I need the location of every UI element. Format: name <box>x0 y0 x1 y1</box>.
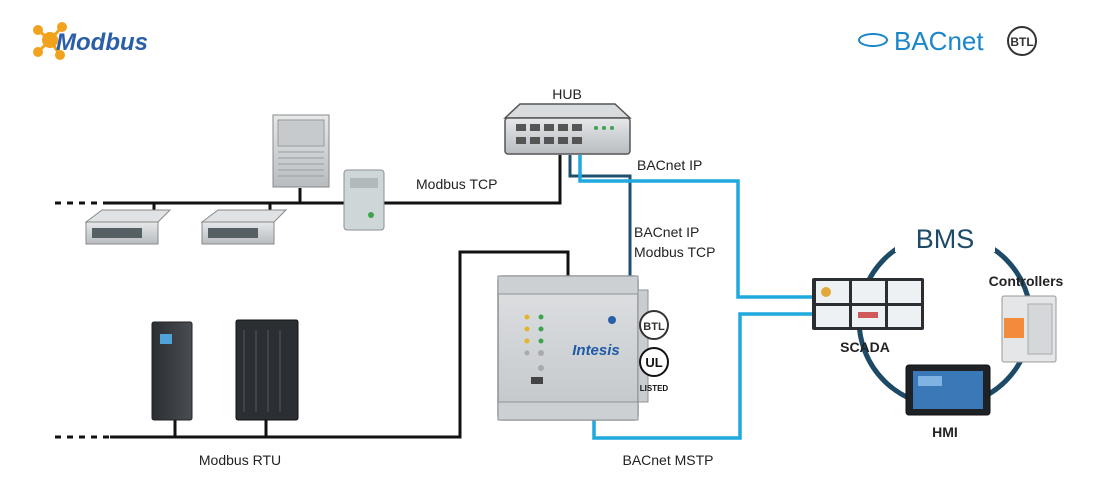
intesis-brand-text: Intesis <box>572 342 620 359</box>
bacnet-ip-modbus-tcp-line <box>568 155 632 276</box>
bacnet-wires <box>568 155 815 440</box>
btl-cert: BTL <box>639 310 669 340</box>
gateway-brand-dot-icon <box>608 316 616 324</box>
modbus-tcp-gateway <box>343 169 385 231</box>
indoor-ac-unit-2 <box>200 209 288 245</box>
scada-label: SCADA <box>840 339 890 355</box>
btl-seal-icon <box>1007 26 1037 56</box>
bacnet-ip-line <box>578 155 815 299</box>
gateway-status-leds <box>524 314 544 384</box>
bacnet-ip-modbus-tcp-label-line2: Modbus TCP <box>634 244 715 260</box>
modbus-tcp-label: Modbus TCP <box>416 176 497 192</box>
outdoor-ac-unit <box>272 114 330 188</box>
ups-cabinet-2 <box>235 319 299 421</box>
bms-label: BMS <box>916 224 975 254</box>
hub-label: HUB <box>552 86 582 102</box>
modbus-tcp-bus <box>106 155 562 205</box>
controllers-label: Controllers <box>989 273 1064 289</box>
ul-cert-text: UL <box>645 355 662 370</box>
indoor-ac-unit-1 <box>84 209 172 245</box>
bacnet-logo-text: BACnet <box>894 26 984 56</box>
ups-cabinet-1 <box>151 321 193 421</box>
intesis-gateway: Intesis <box>497 275 649 421</box>
controller-device <box>1001 295 1057 363</box>
hmi-panel <box>905 364 991 416</box>
modbus-rtu-label: Modbus RTU <box>199 452 281 468</box>
scada-monitor-wall <box>812 278 924 330</box>
hmi-label: HMI <box>932 424 958 440</box>
modbus-logo-text: Modbus <box>56 29 148 56</box>
btl-logo-text: BTL <box>1010 35 1033 49</box>
modbus-rtu-bus <box>110 250 570 439</box>
bacnet-logo: BACnet BTL <box>858 26 1037 56</box>
ul-listed-text: LISTED <box>640 384 669 393</box>
bacnet-ip-modbus-tcp-label-line1: BACnet IP <box>634 224 699 240</box>
modbus-wires <box>55 155 570 439</box>
bacnet-mstp-label: BACnet MSTP <box>622 452 713 468</box>
btl-cert-text: BTL <box>643 321 665 333</box>
hub-device <box>503 103 632 155</box>
ul-cert: UL LISTED <box>639 347 669 393</box>
modbus-logo: Modbus <box>33 22 148 60</box>
modbus-molecule-icon <box>33 22 67 60</box>
bacnet-mstp-line <box>592 312 815 440</box>
bacnet-swoosh-icon <box>858 33 888 47</box>
bacnet-ip-label: BACnet IP <box>637 157 702 173</box>
